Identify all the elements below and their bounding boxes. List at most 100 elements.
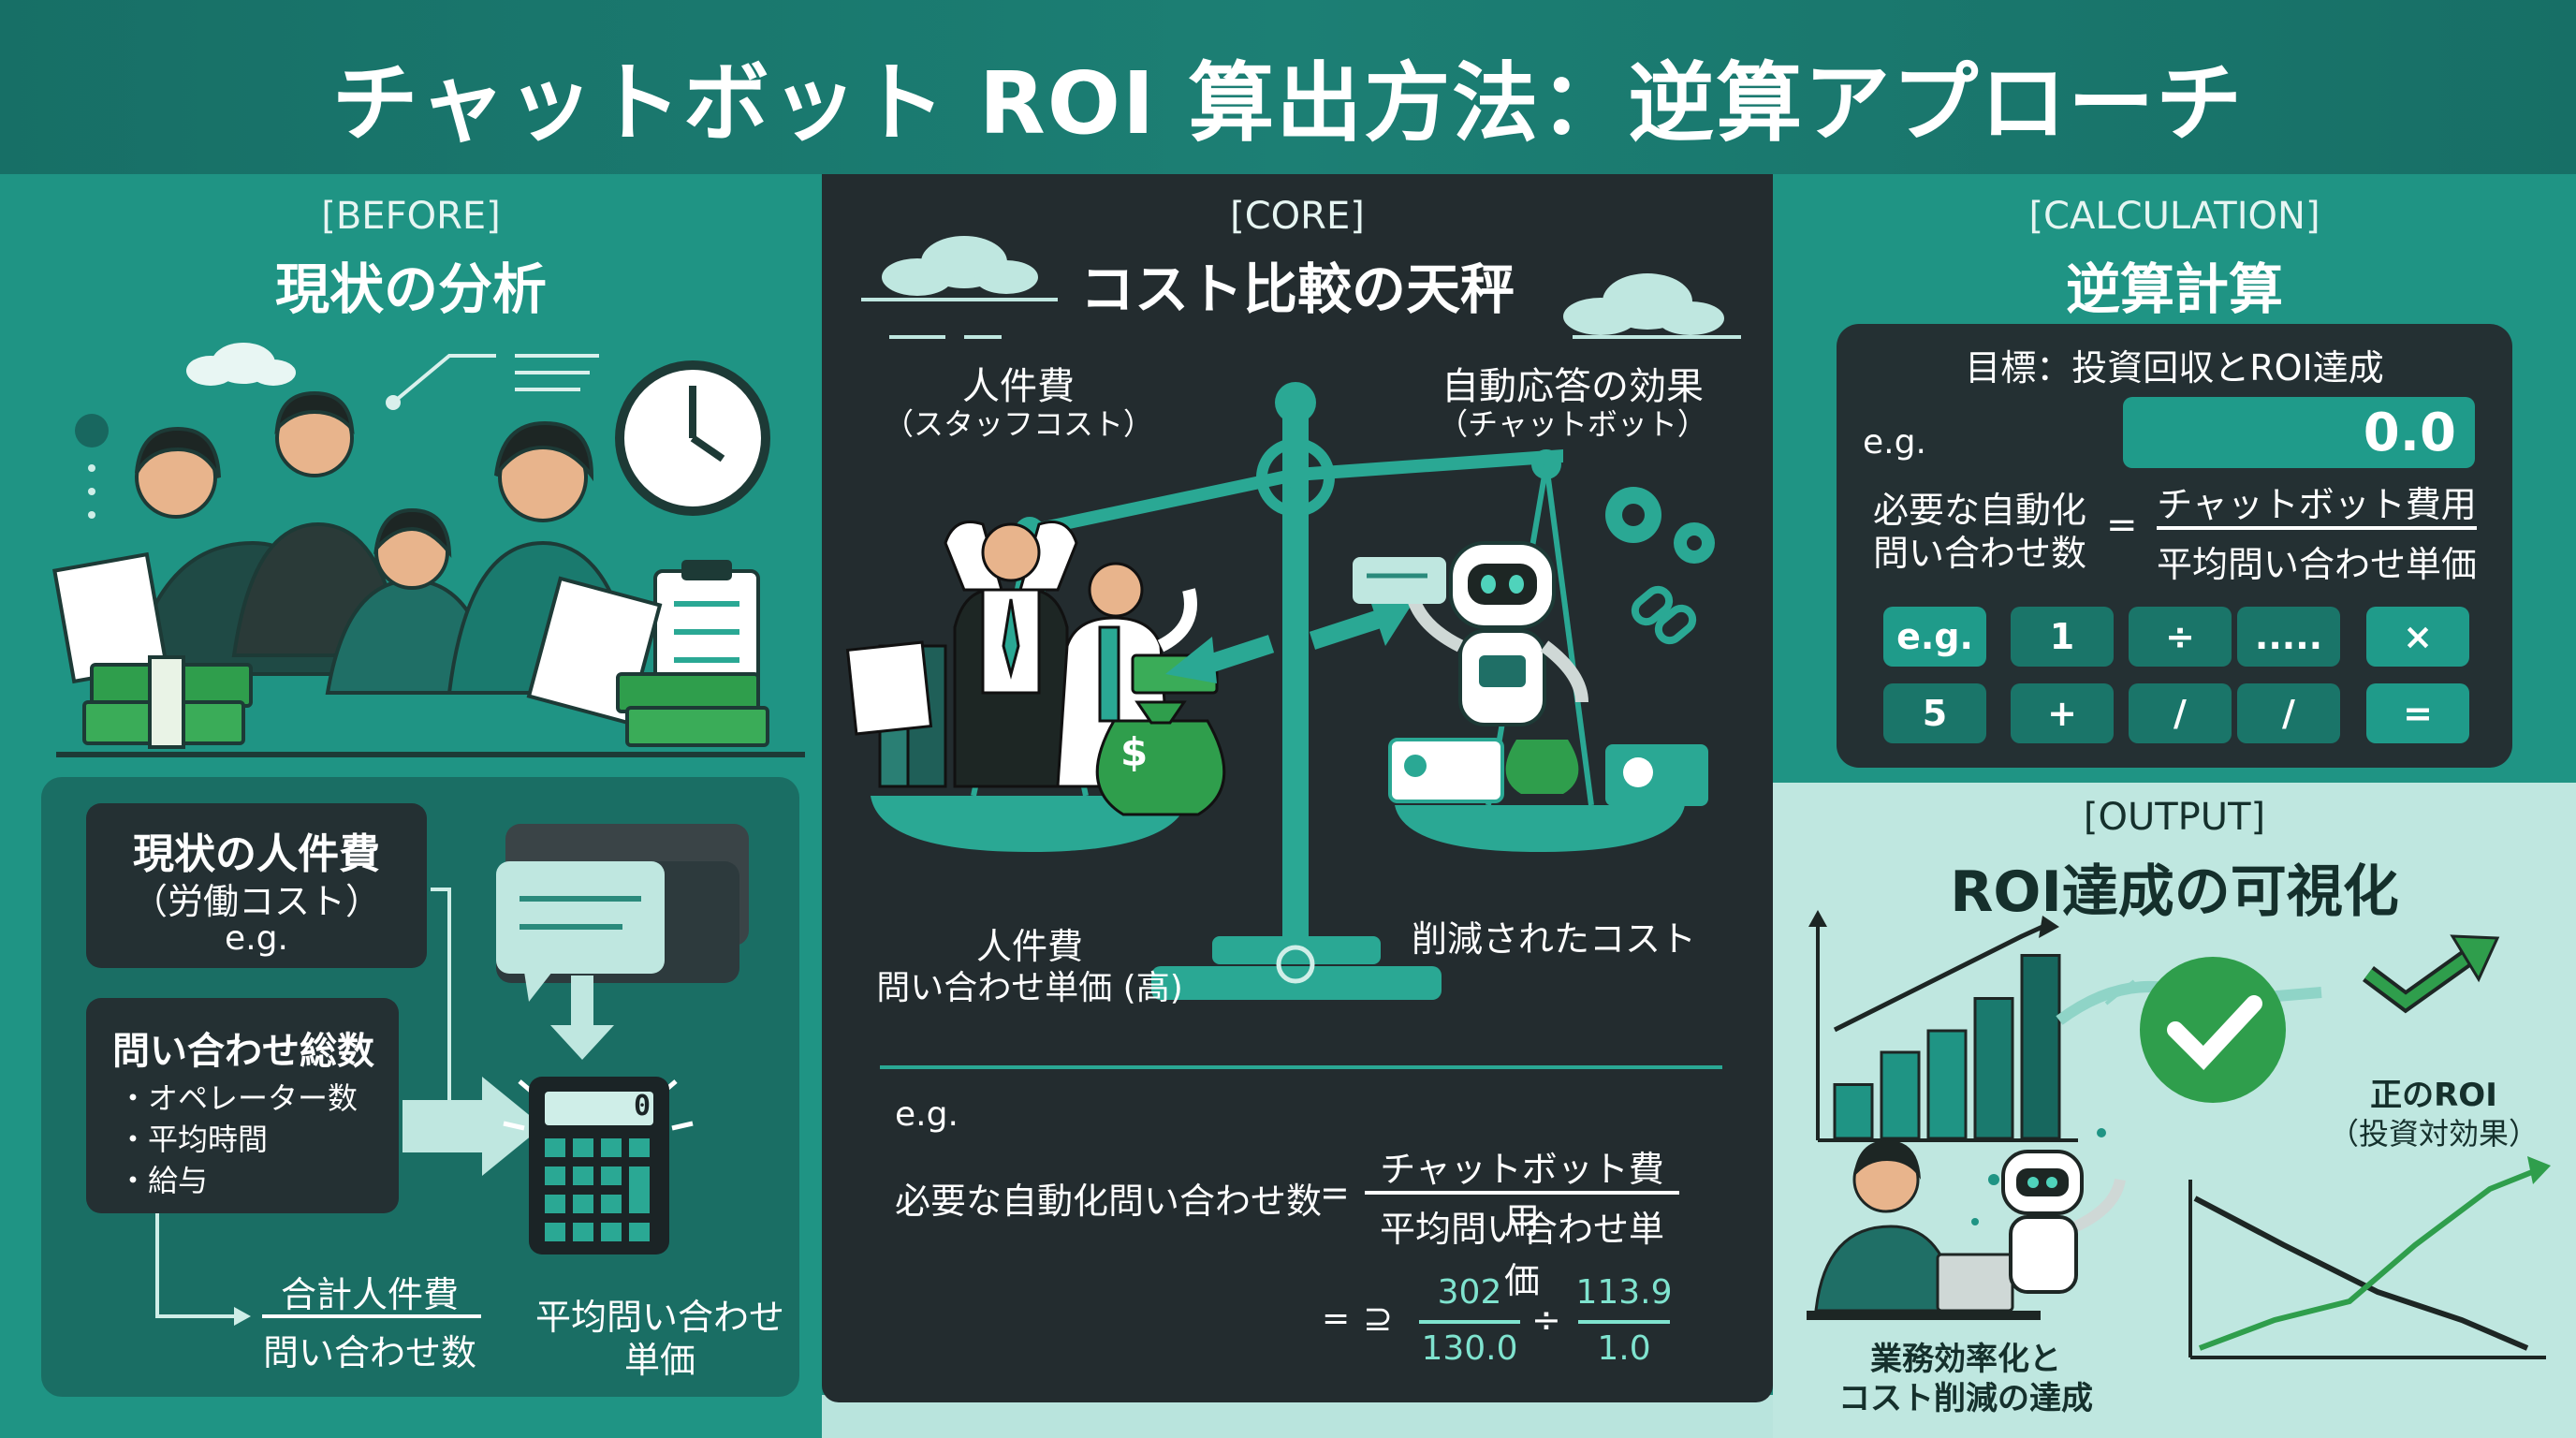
core-calc-d2: 1.0 (1597, 1329, 1651, 1368)
calc-formula-denominator: 平均問い合わせ単価 (2156, 544, 2477, 585)
core-left-bottom-sub: 問い合わせ単価 (高) (876, 969, 1183, 1007)
double-arrow-icon (1165, 594, 1418, 683)
growth-bar (1833, 1083, 1874, 1140)
calculator-display (2123, 397, 2475, 468)
page-title: チャットボット ROI 算出方法：逆算アプローチ (331, 53, 2245, 154)
fraction-line (262, 1314, 481, 1318)
calc-formula-numerator: チャットボット費用 (2157, 484, 2477, 525)
trend-up-icon (2363, 934, 2500, 1014)
positive-roi-label: 正のROI (2370, 1077, 2497, 1114)
output-tag: [OUTPUT] (2083, 796, 2266, 839)
cloud-icon (882, 236, 1038, 296)
before-flow-graphics (155, 824, 749, 1326)
dollar-sign: $ (1120, 729, 1149, 775)
fraction-line (1419, 1320, 1520, 1324)
calc-key[interactable]: = (2366, 683, 2469, 743)
money-bag-icon (1505, 740, 1579, 794)
output-footer-line2: コスト削減の達成 (1838, 1380, 2093, 1417)
check-circle-icon (2140, 957, 2286, 1103)
core-left-sublabel: （スタッフコスト） (883, 406, 1153, 442)
calculator-icon (503, 1077, 694, 1255)
calc-key[interactable]: 5 (1883, 683, 1986, 743)
core-formula-eq: = (1320, 1172, 1350, 1213)
output-title: ROI達成の可視化 (1950, 859, 2399, 925)
core-right-label: 自動応答の効果 (1442, 365, 1704, 408)
labor-cost-eg: e.g. (225, 919, 288, 958)
calculation-tag: [CALCULATION] (2028, 195, 2320, 238)
clock-icon (615, 360, 770, 516)
calc-formula-lhs1: 必要な自動化 (1872, 490, 2086, 531)
money-stack-icon (616, 672, 769, 747)
inquiry-item: ・平均時間 (118, 1122, 269, 1157)
roi-visualization (1807, 910, 2551, 1359)
core-title: コスト比較の天秤 (1079, 257, 1515, 321)
fraction-line (2157, 526, 2477, 530)
operator-icon (1807, 1140, 2041, 1320)
calculator-display: 0 (633, 1090, 651, 1123)
before-title: 現状の分析 (274, 257, 547, 321)
positive-roi-sublabel: （投資対効果） (2328, 1116, 2539, 1152)
core-formula-numerator: チャットボット費用 (1380, 1149, 1664, 1241)
cloud-icon (1563, 273, 1724, 335)
labor-cost-subtitle: （労働コスト） (131, 881, 381, 922)
core-tag: [CORE] (1230, 195, 1365, 238)
result-label-line2: 単価 (623, 1340, 695, 1381)
inquiry-title: 問い合わせ総数 (112, 1030, 374, 1073)
chat-bubble-icon (496, 824, 749, 1002)
output-footer-line1: 業務効率化と (1870, 1341, 2061, 1378)
core-calc-symbol: ⊇ (1363, 1298, 1393, 1339)
money-stack-icon (82, 655, 253, 749)
calculation-title: 逆算計算 (2065, 257, 2283, 321)
header-banner (0, 0, 2576, 174)
core-left-label: 人件費 (962, 365, 1075, 408)
chat-bubble-icon (1353, 557, 1446, 604)
cloud-icon (186, 343, 296, 386)
calc-key[interactable]: e.g. (1883, 607, 1986, 667)
core-calc-eq: = (1322, 1299, 1351, 1338)
core-calc-op: ÷ (1531, 1299, 1561, 1341)
growth-bar (1926, 1029, 1968, 1140)
calc-formula-eq: = (2106, 504, 2138, 547)
labor-cost-box (86, 803, 427, 968)
calc-formula-lhs2: 問い合わせ数 (1872, 533, 2086, 574)
growth-bar (1973, 997, 2014, 1140)
balance-scale-illustration (845, 236, 1741, 1069)
labor-cost-title: 現状の人件費 (133, 830, 380, 878)
inquiry-item: ・給与 (118, 1163, 209, 1198)
calculation-eg: e.g. (1863, 423, 1926, 462)
calc-key[interactable]: 1 (2011, 607, 2114, 667)
core-right-sublabel: （チャットボット） (1438, 406, 1707, 442)
fraction-line (1365, 1191, 1679, 1195)
before-tag: [BEFORE] (321, 195, 501, 238)
core-eg: e.g. (895, 1095, 959, 1134)
core-calc-d1: 130.0 (1421, 1329, 1518, 1368)
calc-key[interactable]: × (2366, 607, 2469, 667)
result-label-line1: 平均問い合わせ (534, 1297, 784, 1338)
calc-key[interactable]: + (2011, 683, 2114, 743)
growth-bar (1880, 1050, 1921, 1140)
inquiry-item: ・オペレーター数 (118, 1080, 359, 1116)
robot-icon (2001, 1150, 2126, 1294)
calc-key[interactable]: / (2237, 683, 2340, 743)
core-formula-denominator: 平均問い合わせ単価 (1379, 1209, 1664, 1301)
calc-key[interactable]: ÷ (2129, 607, 2232, 667)
calculator-display-value: 0.0 (2363, 403, 2456, 463)
before-formula-numerator: 合計人件費 (280, 1274, 459, 1315)
core-calc-n2: 113.9 (1575, 1273, 1673, 1312)
core-left-bottom: 人件費 (975, 926, 1083, 967)
growth-bars (1833, 954, 2061, 1140)
link-icon (1631, 585, 1697, 645)
fraction-line (1578, 1320, 1670, 1324)
money-bag-icon (1095, 700, 1226, 816)
robot-icon (1407, 541, 1588, 726)
gear-icon (1674, 522, 1715, 564)
core-right-bottom: 削減されたコスト (1411, 918, 1696, 960)
calc-key[interactable]: ..... (2237, 607, 2340, 667)
profile-card-icon (1388, 738, 1708, 806)
calc-key[interactable]: / (2129, 683, 2232, 743)
inquiry-box (86, 998, 399, 1213)
arrow-down-icon (550, 976, 614, 1060)
growth-bar (2020, 954, 2061, 1140)
gear-icon (1605, 487, 1661, 543)
before-formula-denominator: 問い合わせ数 (262, 1332, 476, 1373)
